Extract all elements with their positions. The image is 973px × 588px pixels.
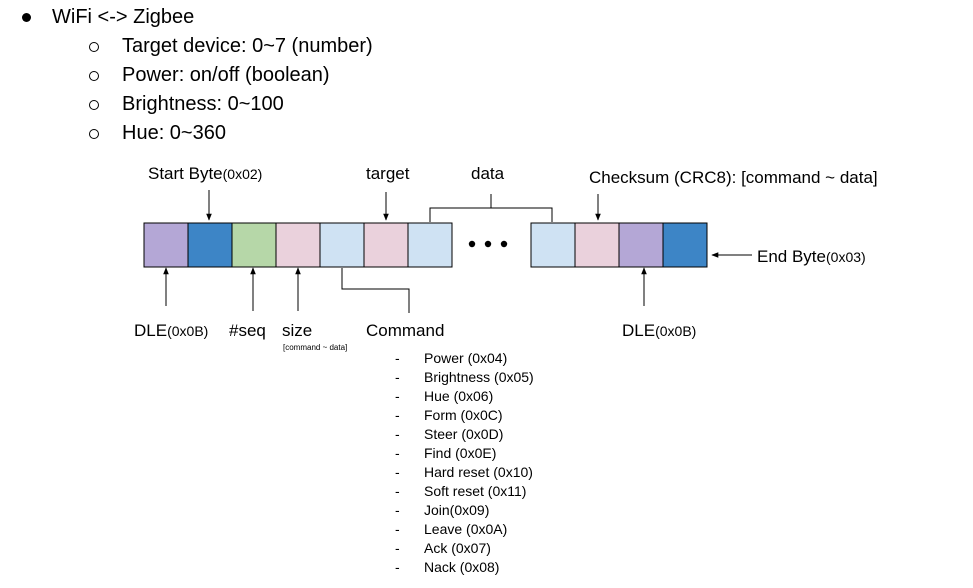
command-text: Hard reset (0x10) <box>424 464 533 480</box>
command-text: Nack (0x08) <box>424 559 500 575</box>
seq-label: #seq <box>229 321 266 340</box>
command-label: Command <box>366 321 445 340</box>
list-dash: - <box>395 350 400 366</box>
list-dash: - <box>395 426 400 442</box>
command-text: Power (0x04) <box>424 350 508 366</box>
list-dash: - <box>395 445 400 461</box>
bullet-item: Target device: 0~7 (number) <box>89 35 373 58</box>
packet-cell-pink <box>363 222 409 268</box>
command-text: Leave (0x0A) <box>424 521 508 537</box>
ellipsis-dot <box>484 240 492 248</box>
bullet-title: WiFi <-> Zigbee <box>22 6 194 29</box>
bullet-item: Hue: 0~360 <box>89 122 226 145</box>
command-text: Soft reset (0x11) <box>424 483 527 499</box>
command-bracket <box>341 268 410 313</box>
packet-cell-pink <box>275 222 321 268</box>
data-bracket <box>429 194 553 222</box>
packet-cell-purple <box>618 222 664 268</box>
hollow-bullet-icon <box>89 71 99 81</box>
packet-cell-lightblue <box>319 222 365 268</box>
command-text: Join(0x09) <box>424 502 490 518</box>
hollow-bullet-icon <box>89 42 99 52</box>
packet-cell-purple <box>143 222 189 268</box>
ellipsis-dot <box>500 240 508 248</box>
checksum-label: Checksum (CRC8): [command ~ data] <box>589 168 878 187</box>
list-dash: - <box>395 502 400 518</box>
command-text: Form (0x0C) <box>424 407 503 423</box>
list-dash: - <box>395 464 400 480</box>
command-text: Brightness (0x05) <box>424 369 534 385</box>
bullet-dot-icon <box>22 13 31 22</box>
target-label: target <box>366 164 410 183</box>
size-note: [command ~ data] <box>283 343 348 352</box>
packet-cell-lightblue <box>530 222 576 268</box>
packet-cell-blue <box>662 222 708 268</box>
command-text: Ack (0x07) <box>424 540 491 556</box>
hollow-bullet-icon <box>89 129 99 139</box>
hollow-bullet-icon <box>89 100 99 110</box>
command-text: Find (0x0E) <box>424 445 497 461</box>
packet-cell-green <box>231 222 277 268</box>
bullet-item: Power: on/off (boolean) <box>89 64 330 87</box>
list-dash: - <box>395 483 400 499</box>
size-label: size <box>282 321 313 340</box>
packet-cell-blue <box>187 222 233 268</box>
packet-cell-lightblue <box>407 222 453 268</box>
ellipsis-dot <box>468 240 476 248</box>
list-dash: - <box>395 407 400 423</box>
command-text: Hue (0x06) <box>424 388 494 404</box>
command-text: Steer (0x0D) <box>424 426 504 442</box>
bullet-item: Brightness: 0~100 <box>89 93 284 116</box>
packet-cells-right <box>530 222 708 268</box>
list-dash: - <box>395 521 400 537</box>
start-byte-label: Start Byte(0x02) <box>148 164 263 183</box>
end-byte-label: End Byte(0x03) <box>757 247 866 266</box>
list-dash: - <box>395 540 400 556</box>
packet-cell-pink <box>574 222 620 268</box>
dle-right-label: DLE(0x0B) <box>622 321 697 340</box>
list-dash: - <box>395 559 400 575</box>
list-dash: - <box>395 369 400 385</box>
dle-label: DLE(0x0B) <box>134 321 209 340</box>
data-label: data <box>471 164 505 183</box>
list-dash: - <box>395 388 400 404</box>
packet-cells-left <box>143 222 453 268</box>
